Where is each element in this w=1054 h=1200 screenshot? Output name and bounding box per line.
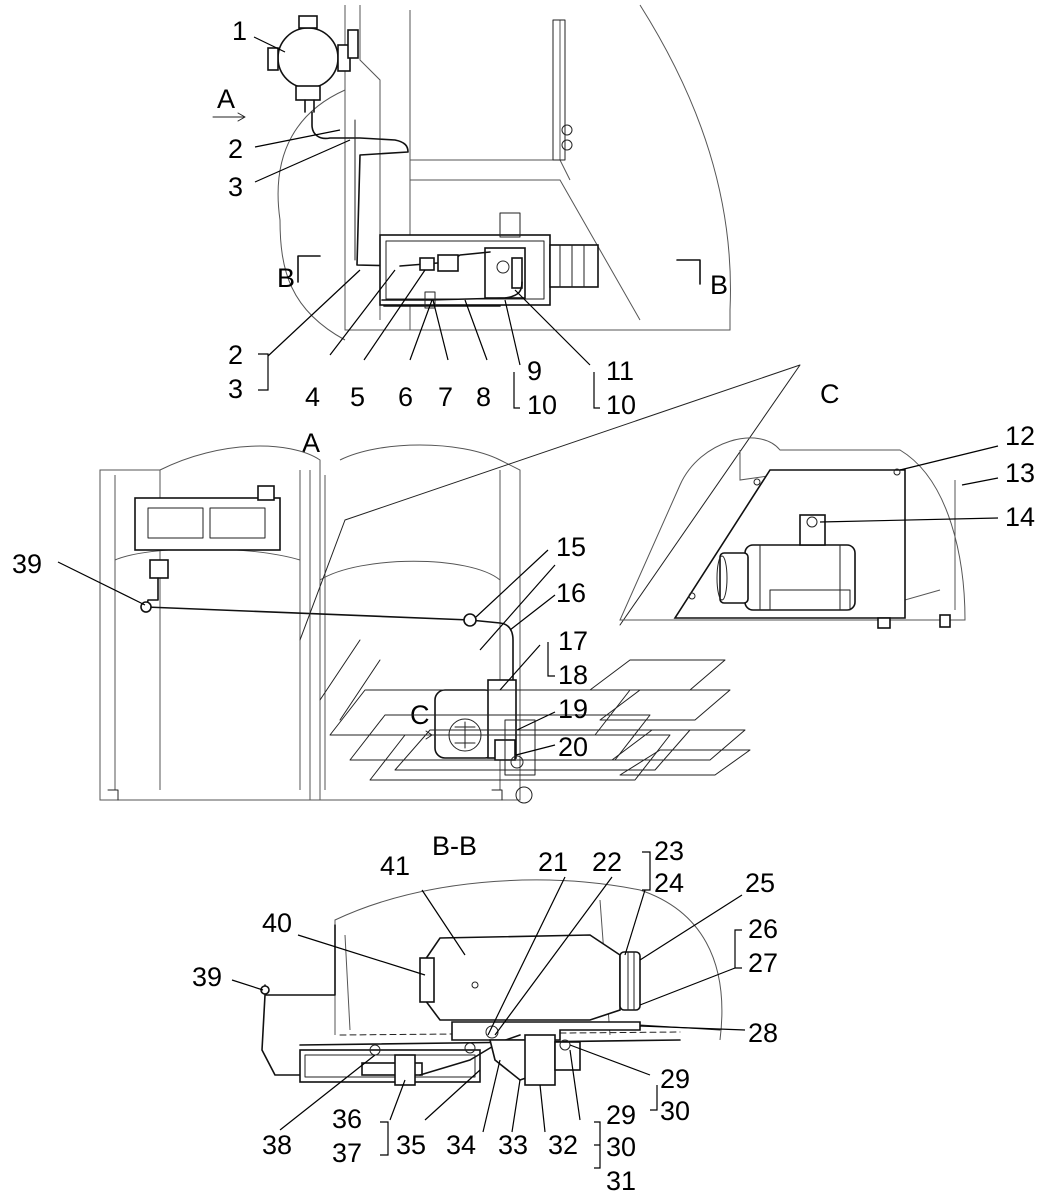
fender-outline (277, 89, 346, 341)
pipe-clamp (424, 291, 436, 309)
callout-30b: 30 (606, 1132, 636, 1162)
bb-lower-assembly (299, 1025, 581, 1086)
fuel-pump (419, 257, 435, 271)
heater-plate (379, 212, 599, 306)
callout-15: 15 (556, 532, 586, 562)
tank-bracket (347, 29, 359, 59)
callout-24: 24 (654, 868, 684, 898)
callout-40: 40 (262, 908, 292, 938)
fuel-line-view-a (145, 606, 514, 691)
fuel-tank-view-a (134, 485, 281, 613)
callout-9: 9 (527, 356, 542, 386)
callout-13: 13 (1005, 458, 1035, 488)
section-b-right-marker (676, 259, 701, 285)
callout-18: 18 (558, 660, 588, 690)
projection-lines (299, 364, 801, 641)
section-b-left-label: B (277, 263, 295, 293)
door-handle-strip (552, 19, 566, 161)
callout-2b: 2 (228, 340, 243, 370)
view-c-outline (619, 437, 966, 621)
callout-39: 39 (12, 549, 42, 579)
cab-outline (344, 4, 731, 331)
callout-3: 3 (228, 172, 243, 202)
callout-4: 4 (305, 382, 320, 412)
callout-6: 6 (398, 382, 413, 412)
callout-37: 37 (332, 1138, 362, 1168)
right-cab-outline (309, 444, 521, 801)
view-a-arrow (212, 112, 246, 122)
callout-28: 28 (748, 1018, 778, 1048)
callout-35: 35 (396, 1130, 426, 1160)
fuel-tank-1 (267, 15, 351, 113)
section-b-right-label: B (710, 270, 728, 300)
callout-31: 31 (606, 1166, 636, 1196)
callout-16: 16 (556, 578, 586, 608)
callout-10b: 10 (606, 390, 636, 420)
fuel-line (311, 111, 409, 267)
fuel-pump-body (437, 254, 459, 272)
callout-14: 14 (1005, 502, 1035, 532)
callout-8: 8 (476, 382, 491, 412)
callout-39b: 39 (192, 962, 222, 992)
callout-27: 27 (748, 948, 778, 978)
feet (107, 789, 503, 801)
view-a: A (12, 364, 801, 804)
callout-36: 36 (332, 1104, 362, 1134)
callout-2: 2 (228, 134, 243, 164)
top-view: A B B 1 2 3 2 3 4 5 6 7 8 9 10 11 (212, 4, 731, 420)
callout-1: 1 (232, 16, 247, 46)
callout-7: 7 (438, 382, 453, 412)
callout-3b: 3 (228, 374, 243, 404)
callout-30: 30 (660, 1096, 690, 1126)
callout-26: 26 (748, 914, 778, 944)
heater-41 (419, 934, 641, 1021)
junction-15 (463, 613, 477, 627)
callout-5: 5 (350, 382, 365, 412)
section-bb: B-B (192, 831, 778, 1196)
callout-19: 19 (558, 694, 588, 724)
callout-29: 29 (660, 1064, 690, 1094)
section-bb-title: B-B (432, 831, 477, 861)
callout-38: 38 (262, 1130, 292, 1160)
bracket-28 (451, 1021, 641, 1041)
callout-11: 11 (606, 356, 634, 386)
bb-body-outline (334, 879, 723, 1041)
callout-34: 34 (446, 1130, 476, 1160)
callout-21: 21 (538, 847, 568, 877)
callout-22: 22 (592, 847, 622, 877)
callout-20: 20 (558, 732, 588, 762)
section-b-left-marker (297, 255, 321, 283)
view-c: C 12 13 14 (619, 379, 1035, 629)
bolt (561, 139, 573, 151)
callout-12: 12 (1005, 421, 1035, 451)
view-a-title: A (302, 428, 320, 458)
callout-17: 17 (558, 626, 588, 656)
callout-29b: 29 (606, 1100, 636, 1130)
view-c-title: C (820, 379, 840, 409)
right-cab-sill (319, 560, 501, 581)
callout-41: 41 (380, 851, 410, 881)
callout-33: 33 (498, 1130, 528, 1160)
heater-view-c (716, 514, 856, 611)
view-a-arrow-label: A (217, 84, 235, 114)
cab-inner-outline (359, 5, 561, 320)
callout-10: 10 (527, 390, 557, 420)
heater-view-a (434, 679, 536, 804)
callout-23: 23 (654, 836, 684, 866)
left-cab-outline (99, 445, 321, 801)
callout-25: 25 (745, 868, 775, 898)
bolt (561, 124, 573, 136)
exhaust-pipe (381, 281, 523, 301)
callout-32: 32 (548, 1130, 578, 1160)
